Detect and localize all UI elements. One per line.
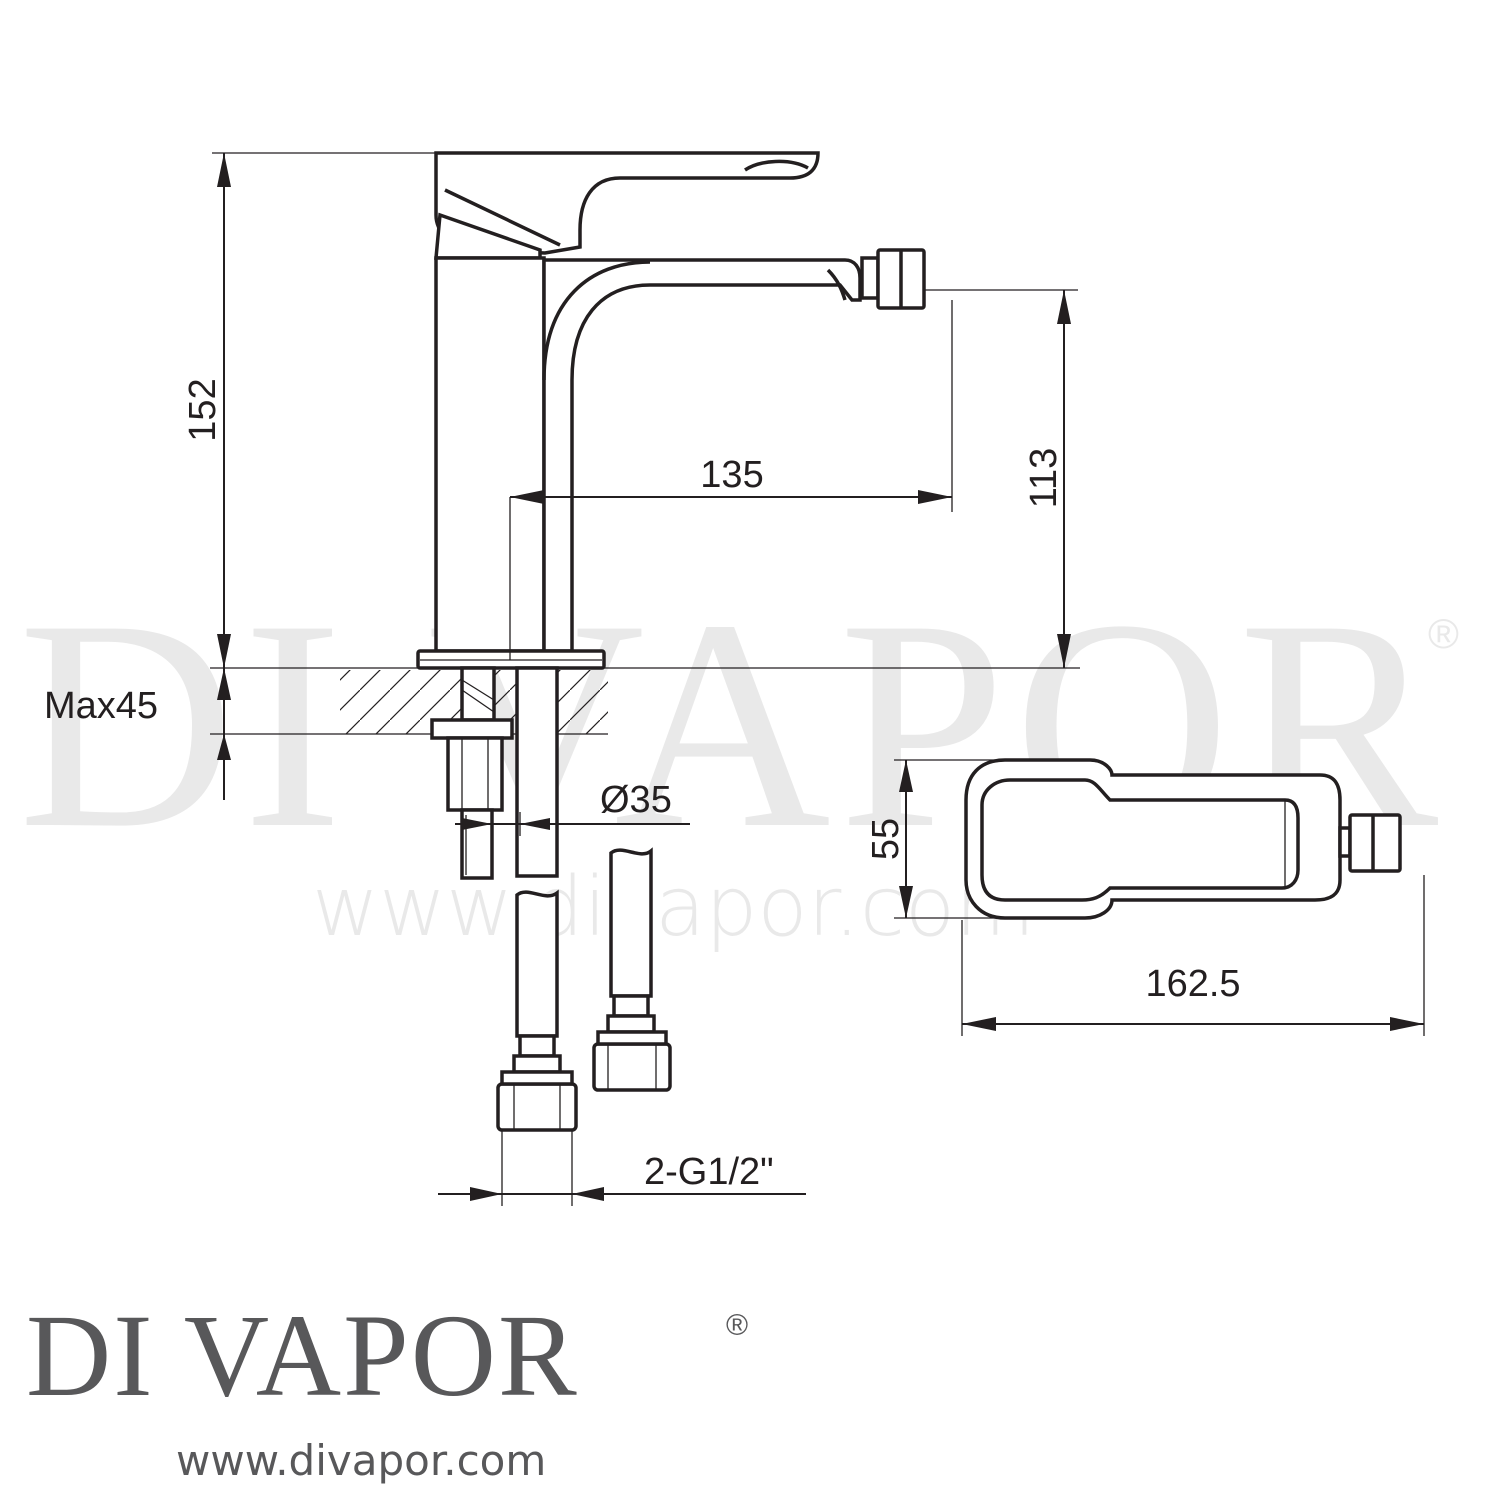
watermark-url: www.divapor.com — [312, 860, 1035, 955]
dimension-135: 135 — [509, 300, 953, 660]
faucet-spout — [542, 258, 862, 653]
top-view-nozzle-head — [1348, 813, 1402, 873]
dimension-diameter-35: Ø35 — [455, 779, 690, 836]
flexible-hose-second — [609, 847, 653, 998]
dimension-label-135: 135 — [700, 454, 763, 496]
flexible-hose-upper — [515, 666, 559, 878]
faucet-body — [434, 256, 546, 653]
fixing-plate — [430, 718, 514, 740]
dimension-label-connection: 2-G1/2" — [644, 1151, 774, 1193]
dimension-113: 113 — [924, 289, 1078, 668]
top-view-outline — [964, 758, 1342, 920]
logo-url: www.divapor.com — [176, 1436, 546, 1485]
dimension-label-162-5: 162.5 — [1145, 963, 1240, 1005]
dimension-label-152: 152 — [182, 378, 224, 441]
faucet-side-view — [416, 151, 926, 670]
under-deck-fixings — [430, 666, 672, 1132]
dimension-55: 55 — [865, 759, 1005, 919]
dimension-label-55: 55 — [865, 818, 907, 860]
dimension-max45: Max45 — [44, 668, 340, 800]
dimension-label-max45: Max45 — [44, 685, 158, 727]
logo-brand-text: DI VAPOR — [26, 1290, 579, 1421]
spray-nozzle — [860, 256, 880, 300]
dimension-162-5: 162.5 — [961, 875, 1425, 1036]
dimension-connection: 2-G1/2" — [438, 1130, 806, 1206]
brand-logo: DI VAPOR ® www.divapor.com — [26, 1290, 748, 1485]
dimension-label-113: 113 — [1023, 448, 1065, 509]
faucet-top-view — [964, 758, 1402, 920]
dimension-152: 152 — [182, 152, 436, 668]
hose-connector-left — [496, 1082, 578, 1132]
watermark-registered-mark: ® — [1428, 610, 1459, 657]
logo-registered-mark: ® — [726, 1309, 748, 1342]
watermark: DI VAPOR ® www.divapor.com — [18, 558, 1459, 955]
dimension-label-diameter: Ø35 — [600, 779, 672, 821]
fixing-nut — [446, 736, 504, 812]
flexible-hose-lower — [515, 889, 559, 1038]
hose-connector-right — [592, 1042, 672, 1092]
